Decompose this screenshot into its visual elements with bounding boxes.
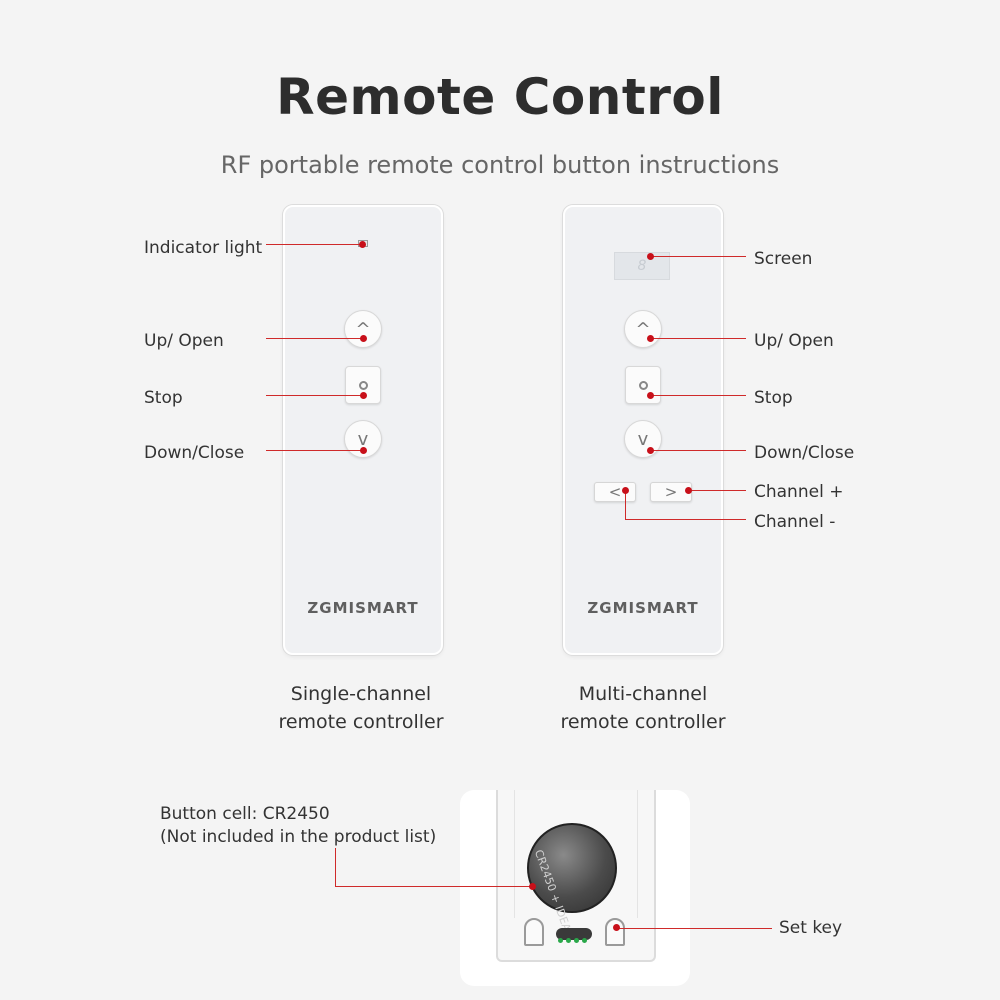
- multi-caption-line1: Multi-channel: [578, 683, 708, 705]
- stop-icon: [358, 380, 368, 390]
- label-button-cell: Button cell: CR2450: [160, 804, 330, 824]
- leader-multi-down: [650, 450, 746, 451]
- chevron-down-icon: v: [357, 428, 369, 450]
- callout-dot-single-stop: [360, 392, 367, 399]
- stop-icon: [638, 380, 648, 390]
- callout-dot-single-up: [360, 335, 367, 342]
- screen-digit: 8: [637, 258, 647, 274]
- callout-dot-set-key: [613, 924, 620, 931]
- label-single-up: Up/ Open: [144, 331, 224, 351]
- single-down-button[interactable]: v: [344, 420, 382, 458]
- label-channel-minus: Channel -: [754, 512, 836, 532]
- left-screw-post: [524, 918, 544, 946]
- leader-set-key: [618, 928, 772, 929]
- label-channel-plus: Channel +: [754, 482, 844, 502]
- channel-plus-button[interactable]: >: [650, 482, 692, 502]
- single-caption: Single-channel remote controller: [241, 680, 481, 736]
- callout-dot-indicator: [359, 241, 366, 248]
- single-brand-logo: ZGMISMART: [307, 599, 419, 617]
- callout-dot-screen: [647, 253, 654, 260]
- label-multi-down: Down/Close: [754, 443, 855, 463]
- single-up-button[interactable]: ^: [344, 310, 382, 348]
- leader-channel-minus-vertical: [625, 490, 626, 519]
- label-multi-stop: Stop: [754, 388, 793, 408]
- leader-channel-minus-horizontal: [625, 519, 746, 520]
- battery-compartment: [514, 790, 638, 918]
- callout-dot-multi-up: [647, 335, 654, 342]
- multi-stop-button[interactable]: [625, 366, 661, 404]
- led-connector: [556, 928, 592, 943]
- label-screen: Screen: [754, 249, 813, 269]
- label-single-stop: Stop: [144, 388, 183, 408]
- multi-caption-line2: remote controller: [560, 711, 726, 733]
- coin-cell-battery: [527, 823, 617, 913]
- callout-dot-battery: [529, 883, 536, 890]
- leader-battery-horizontal: [335, 886, 531, 887]
- callout-dot-channel-minus: [622, 487, 629, 494]
- chevron-up-icon: ^: [635, 318, 651, 340]
- page-title: Remote Control: [276, 68, 724, 126]
- chevron-down-icon: v: [637, 428, 649, 450]
- multi-brand-logo: ZGMISMART: [587, 599, 699, 617]
- leader-multi-up: [650, 338, 746, 339]
- chevron-up-icon: ^: [355, 318, 371, 340]
- leader-channel-plus: [688, 490, 746, 491]
- multi-caption: Multi-channel remote controller: [523, 680, 763, 736]
- leader-single-up: [266, 338, 364, 339]
- single-caption-line1: Single-channel: [290, 683, 432, 705]
- label-indicator-light: Indicator light: [144, 238, 263, 258]
- leader-screen: [650, 256, 746, 257]
- multi-up-button[interactable]: ^: [624, 310, 662, 348]
- leader-multi-stop: [650, 395, 746, 396]
- callout-dot-single-down: [360, 447, 367, 454]
- leader-single-down: [266, 450, 364, 451]
- label-multi-up: Up/ Open: [754, 331, 834, 351]
- label-button-cell-note: (Not included in the product list): [160, 827, 437, 847]
- leader-indicator: [266, 244, 362, 245]
- single-stop-button[interactable]: [345, 366, 381, 404]
- leader-battery-vertical: [335, 848, 336, 886]
- channel-minus-button[interactable]: <: [594, 482, 636, 502]
- single-caption-line2: remote controller: [278, 711, 444, 733]
- page-subtitle: RF portable remote control button instru…: [220, 151, 780, 179]
- callout-dot-channel-plus: [685, 487, 692, 494]
- callout-dot-multi-down: [647, 447, 654, 454]
- set-key-post[interactable]: [605, 918, 625, 946]
- leader-single-stop: [266, 395, 364, 396]
- multi-down-button[interactable]: v: [624, 420, 662, 458]
- label-single-down: Down/Close: [144, 443, 245, 463]
- callout-dot-multi-stop: [647, 392, 654, 399]
- label-set-key: Set key: [779, 918, 843, 938]
